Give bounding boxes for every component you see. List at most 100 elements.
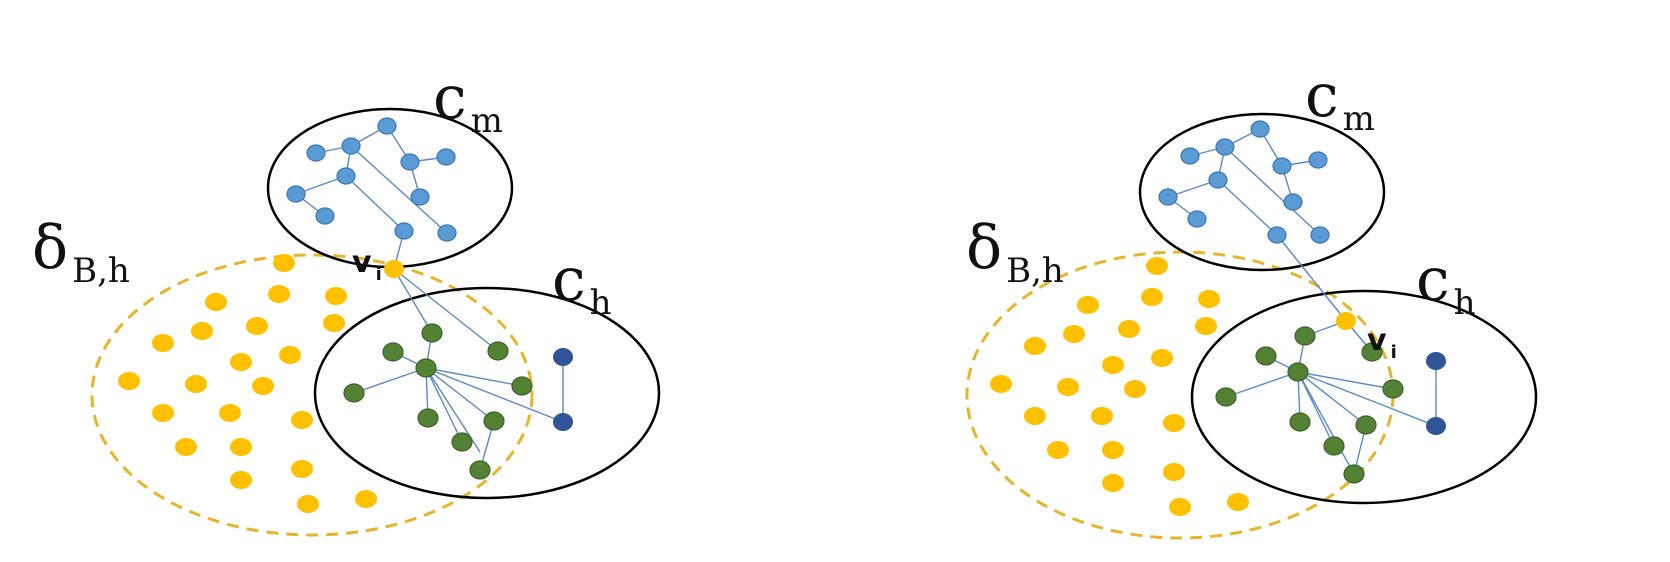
node-cm — [286, 185, 306, 203]
node-cm — [315, 207, 335, 225]
node-cm — [400, 153, 420, 171]
node-isolated — [1426, 352, 1446, 370]
node-cm — [1250, 120, 1270, 138]
label-ch-sub: h — [590, 283, 612, 323]
label-ch: c h — [1416, 245, 1476, 323]
node-boundary — [246, 317, 268, 335]
label-delta: δ B,h — [32, 213, 130, 291]
node-ch — [1255, 346, 1277, 366]
node-ch — [343, 383, 365, 403]
node-ch — [1343, 464, 1365, 484]
label-cm-sub: m — [1343, 99, 1375, 139]
node-boundary — [230, 471, 252, 489]
node-ch — [415, 358, 437, 378]
nodes-cm — [286, 117, 457, 242]
node-boundary — [323, 314, 345, 332]
label-delta: δ B,h — [966, 213, 1064, 291]
node-cm — [1187, 210, 1207, 228]
label-ch-main: c — [1416, 245, 1450, 315]
node-boundary — [1024, 407, 1046, 425]
node-boundary — [185, 375, 207, 393]
node-boundary — [291, 411, 313, 429]
node-ch — [1361, 342, 1383, 362]
node-boundary — [230, 438, 252, 456]
boundary-region-delta — [90, 253, 534, 537]
node-boundary — [1163, 414, 1185, 432]
node-ch — [1355, 415, 1377, 435]
node-boundary — [1227, 493, 1249, 511]
node-isolated — [553, 348, 573, 366]
label-cm-sub: m — [471, 101, 503, 141]
node-ch — [1287, 362, 1309, 382]
node-cm — [394, 222, 414, 240]
node-boundary — [1091, 407, 1113, 425]
node-ch — [483, 411, 505, 431]
node-ch — [1289, 412, 1311, 432]
nodes-isolated — [553, 348, 573, 431]
node-boundary — [152, 404, 174, 422]
node-cm — [1272, 157, 1292, 175]
node-boundary — [1102, 474, 1124, 492]
node-ch — [469, 460, 491, 480]
node-cm — [1308, 151, 1328, 169]
node-ch — [1382, 379, 1404, 399]
label-cm-main: c — [433, 63, 467, 133]
node-boundary — [230, 353, 252, 371]
node-cm — [1215, 138, 1235, 156]
node-boundary — [1198, 290, 1220, 308]
node-ch — [417, 408, 439, 428]
nodes-ch — [1215, 326, 1404, 484]
node-cm — [1158, 188, 1178, 206]
node-boundary — [1102, 441, 1124, 459]
node-boundary — [191, 322, 213, 340]
label-ch-main: c — [552, 245, 586, 315]
node-boundary — [1063, 325, 1085, 343]
node-boundary — [1124, 380, 1146, 398]
node-cm — [1283, 193, 1303, 211]
node-ch — [451, 432, 473, 452]
node-boundary — [355, 490, 377, 508]
node-boundary — [1102, 356, 1124, 374]
node-boundary — [219, 404, 241, 422]
node-boundary — [1141, 288, 1163, 306]
node-boundary — [1195, 317, 1217, 335]
node-boundary — [205, 293, 227, 311]
node-ch — [511, 376, 533, 396]
node-boundary — [1057, 378, 1079, 396]
label-cm-main: c — [1305, 61, 1339, 131]
label-cm: c m — [433, 63, 503, 141]
label-vi-main: v — [352, 245, 372, 280]
nodes-ch — [343, 323, 533, 480]
node-boundary — [279, 346, 301, 364]
panel-left: δ B,h c m c h v i — [32, 63, 661, 537]
node-cm — [437, 224, 457, 242]
panel-right: δ B,h c m c h v i — [965, 61, 1538, 540]
nodes-cm — [1158, 120, 1330, 244]
node-vi — [1336, 312, 1356, 330]
node-cm — [436, 148, 456, 166]
node-ch — [1323, 436, 1345, 456]
node-boundary — [990, 375, 1012, 393]
label-vi-sub: i — [376, 264, 382, 285]
node-boundary — [1118, 320, 1140, 338]
node-boundary — [273, 254, 295, 272]
node-cm — [1180, 147, 1200, 165]
node-isolated — [1426, 417, 1446, 435]
node-boundary — [152, 334, 174, 352]
community-circle-cm — [1138, 112, 1386, 272]
label-delta-sub: B,h — [1006, 251, 1064, 291]
label-delta-sub: B,h — [72, 251, 130, 291]
node-boundary — [1163, 463, 1185, 481]
node-ch — [487, 341, 509, 361]
node-ch — [421, 323, 443, 343]
label-delta-main: δ — [32, 213, 68, 283]
boundary-region-delta — [965, 250, 1395, 540]
label-ch-sub: h — [1454, 283, 1476, 323]
node-cm — [377, 117, 397, 135]
nodes-boundary — [118, 254, 404, 513]
node-cm — [336, 167, 356, 185]
node-boundary — [291, 460, 313, 478]
label-ch: c h — [552, 245, 612, 323]
node-cm — [1267, 226, 1287, 244]
community-circle-ch — [313, 286, 661, 500]
